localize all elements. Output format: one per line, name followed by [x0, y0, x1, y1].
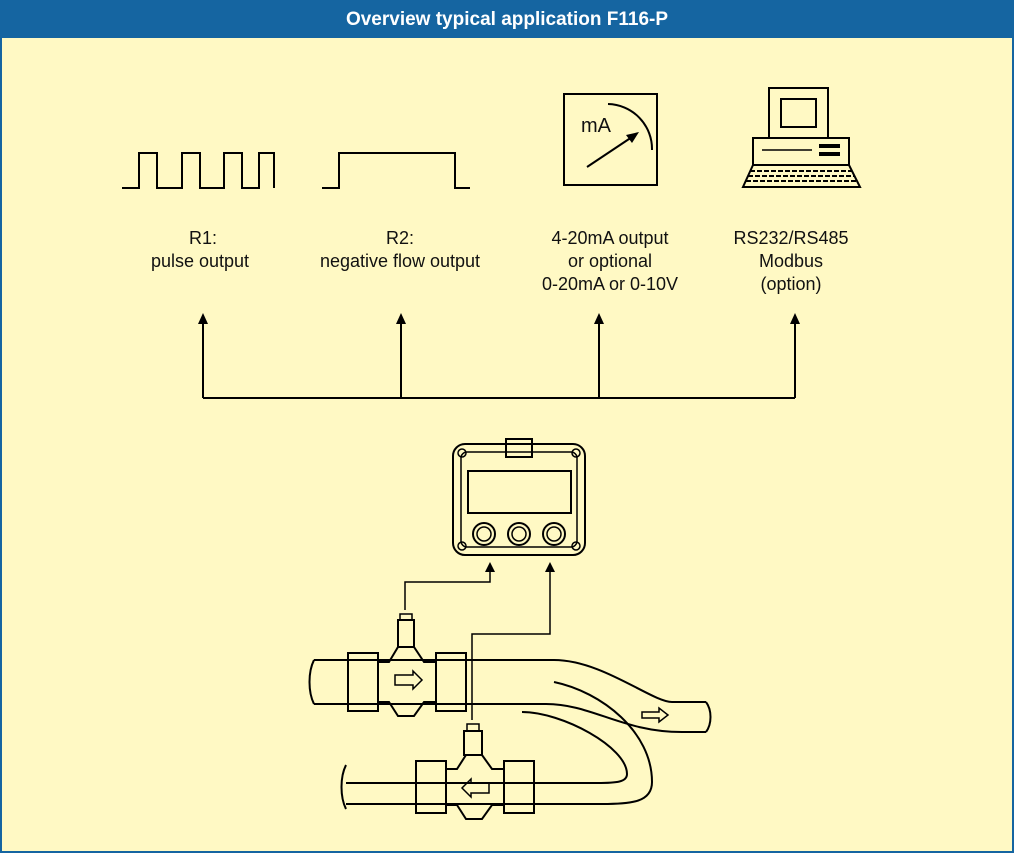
meter-label: mA	[581, 115, 612, 137]
pulse-waveform-icon	[122, 152, 275, 189]
upper-flow-sensor	[347, 613, 467, 717]
computer-icon	[741, 87, 862, 188]
piping	[308, 659, 712, 810]
milliamp-meter-icon: mA	[563, 93, 658, 186]
step-waveform-icon	[322, 152, 470, 189]
svg-text:R2:: R2:	[386, 228, 414, 248]
sensor-wires	[404, 562, 555, 720]
r2-label: R2: negative flow output	[320, 228, 480, 271]
r1-label: R1: pulse output	[151, 228, 249, 271]
page-title: Overview typical application F116-P	[2, 2, 1012, 38]
analog-output-label: 4-20mA output or optional 0-20mA or 0-10…	[542, 228, 678, 294]
output-bus	[198, 313, 800, 399]
svg-text:pulse output: pulse output	[151, 251, 249, 271]
outlet-flow-arrow-icon	[641, 706, 670, 724]
svg-text:R1:: R1:	[189, 228, 217, 248]
communication-label: RS232/RS485 Modbus (option)	[733, 228, 848, 294]
svg-text:negative flow output: negative flow output	[320, 251, 480, 271]
svg-text:RS232/RS485: RS232/RS485	[733, 228, 848, 248]
lower-flow-sensor	[415, 723, 535, 820]
svg-text:Modbus: Modbus	[759, 251, 823, 271]
svg-text:0-20mA or 0-10V: 0-20mA or 0-10V	[542, 274, 678, 294]
svg-text:4-20mA output: 4-20mA output	[551, 228, 668, 248]
svg-text:or optional: or optional	[568, 251, 652, 271]
svg-text:(option): (option)	[760, 274, 821, 294]
f116-indicator-device	[452, 438, 586, 556]
